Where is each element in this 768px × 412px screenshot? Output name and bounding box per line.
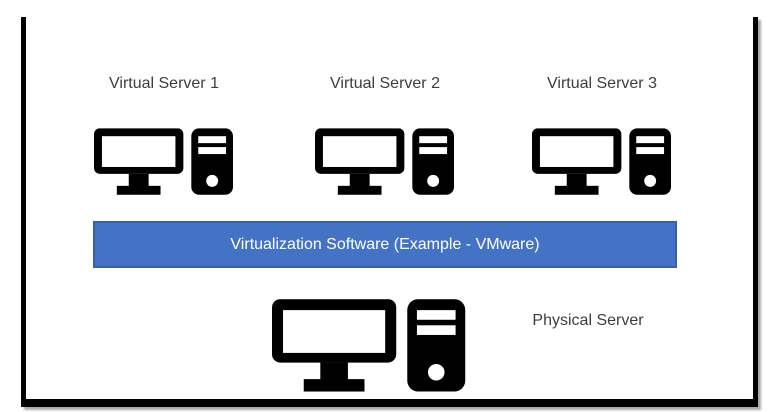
desktop-computer-icon [315,128,456,196]
virtual-server-2-label: Virtual Server 2 [330,75,440,92]
virtual-server-2-group: Virtual Server 2 [305,74,465,201]
virtual-server-3-label: Virtual Server 3 [547,75,657,92]
virtual-server-3-group: Virtual Server 3 [522,74,682,201]
virtual-server-1-group: Virtual Server 1 [84,74,244,201]
diagram-border-frame [21,17,758,407]
desktop-computer-icon [272,299,468,393]
virtual-server-1-label: Virtual Server 1 [109,75,219,92]
desktop-computer-icon [94,128,235,196]
physical-server-label: Physical Server [532,312,644,329]
virtualization-software-label: Virtualization Software (Example - VMwar… [230,235,540,253]
virtualization-software-bar: Virtualization Software (Example - VMwar… [93,221,677,268]
desktop-computer-icon [532,128,673,196]
